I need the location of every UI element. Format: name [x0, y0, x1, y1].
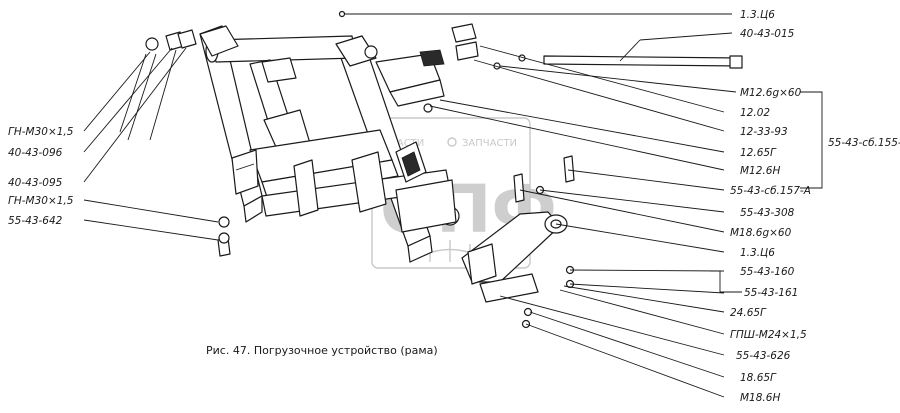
label-left-gn-m30-top: ГН-М30×1,5	[8, 126, 74, 138]
label-55-43-626: 55-43-626	[736, 350, 791, 362]
label-55-43-160: 55-43-160	[740, 266, 795, 278]
figure-caption: Рис. 47. Погрузочное устройство (рама)	[206, 344, 438, 357]
label-bolt-m18-60: М18.6g×60	[730, 227, 792, 239]
label-assembly-155a: 55-43-сб.155-А	[828, 137, 900, 149]
label-18-65g: 18.65Г	[740, 372, 777, 384]
watermark-line1: ЧАСТИ	[390, 138, 424, 149]
label-nut-1-3-c6-lower: 1.3.Ц6	[740, 247, 775, 259]
label-55-43-sb157a: 55-43-сб.157-А	[730, 185, 811, 197]
label-nut-1-3-c6-top: 1.3.Ц6	[740, 9, 775, 21]
label-gpsh-m24: ГПШ-М24×1,5	[730, 329, 807, 341]
label-left-gn-m30-bottom: ГН-М30×1,5	[8, 195, 74, 207]
watermark-line2: ЗАПЧАСТИ	[462, 138, 517, 149]
label-12-02: 12.02	[740, 107, 770, 119]
label-55-43-642: 55-43-642	[8, 215, 63, 227]
label-nut-m12-6n: М12.6Н	[740, 165, 780, 177]
hardware-parts	[119, 10, 743, 329]
frame-assembly	[199, 25, 460, 263]
label-nut-m18-6n: М18.6Н	[740, 392, 780, 404]
label-40-43-095: 40-43-095	[8, 177, 63, 189]
label-bolt-m12-60: М12.6g×60	[740, 87, 802, 99]
label-55-43-161: 55-43-161	[744, 287, 798, 299]
label-washer-12-65g: 12.65Г	[740, 147, 777, 159]
leader-lines	[83, 13, 823, 398]
label-12-33-93: 12-33-93	[740, 126, 788, 138]
label-40-43-096: 40-43-096	[8, 147, 63, 159]
label-55-43-308: 55-43-308	[740, 207, 795, 219]
part-labels: 1.3.Ц6 40-43-015 М12.6g×60 12.02 12-33-9…	[8, 9, 900, 404]
label-24-65g: 24.65Г	[730, 307, 767, 319]
label-rod-40-43-015: 40-43-015	[740, 28, 795, 40]
